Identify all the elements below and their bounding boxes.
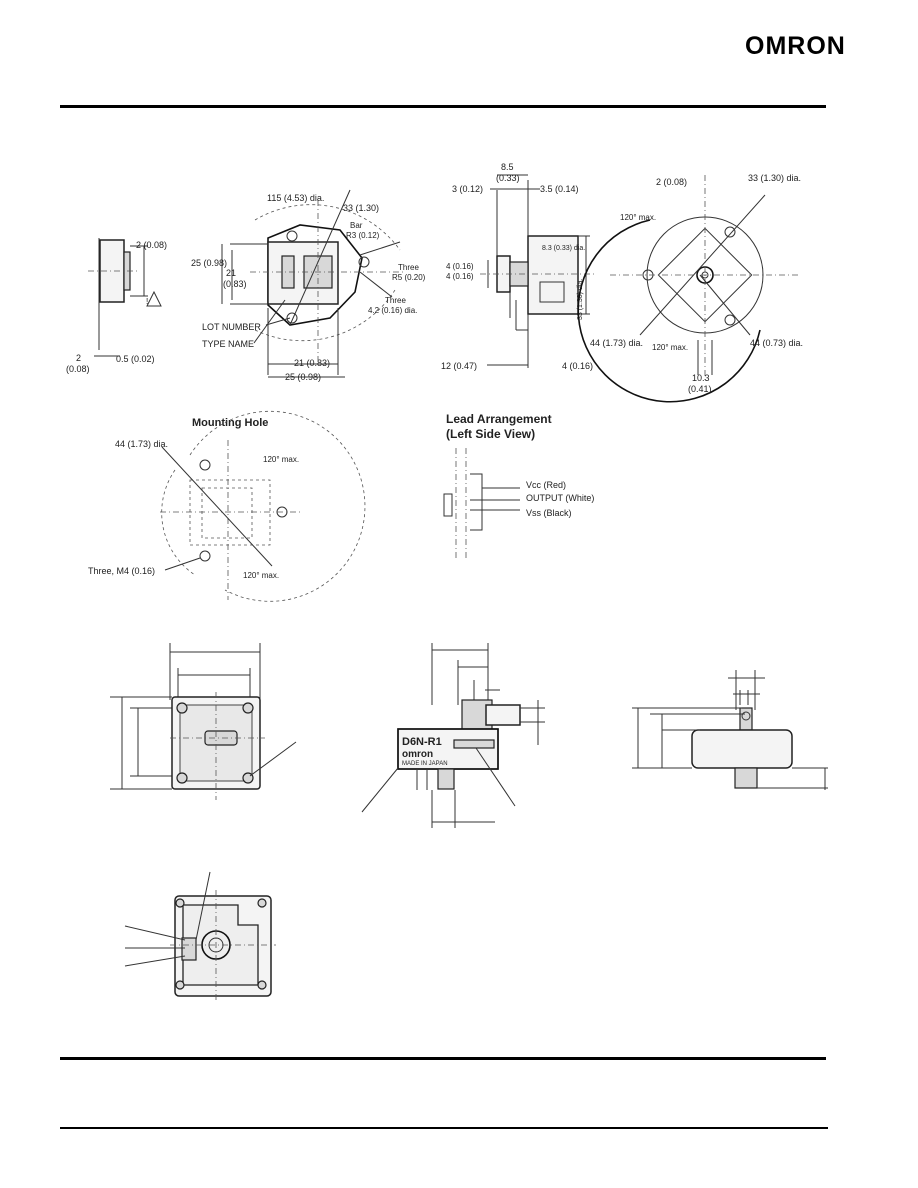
lead-vss: Vss (Black) <box>526 508 572 518</box>
section-rule <box>60 1057 826 1060</box>
d3-label-side1: 4 (0.16) <box>446 262 474 271</box>
d2-label-bar1: Bar <box>350 221 363 230</box>
omron-logo: OMRON <box>745 32 846 60</box>
d3-label-left: 3 (0.12) <box>452 184 483 194</box>
device-model-text: D6N-R1 <box>402 736 442 748</box>
device-brand-text: omron <box>402 749 433 760</box>
d3-label-top1: 8.5 <box>501 162 514 172</box>
d2-label-left3: (0.83) <box>223 279 247 289</box>
mounting-hole-title: Mounting Hole <box>192 417 268 429</box>
lead-subtitle: (Left Side View) <box>446 427 535 441</box>
d2-label-bot2: 25 (0.98) <box>285 372 321 382</box>
side-view-drawing: 8.5 (0.33) 3 (0.12) 3.5 (0.14) 4 (0.16) … <box>441 162 595 371</box>
d1-label-c: 0.5 (0.02) <box>116 354 155 364</box>
d2-label-three3: Three <box>385 296 406 305</box>
d3-label-right: 3.5 (0.14) <box>540 184 579 194</box>
rear-view-drawing: 2 (0.08) 33 (1.30) dia. 120° max. 120° m… <box>577 173 803 403</box>
d2-label-left2: 21 <box>226 268 236 278</box>
photo-top-view <box>110 643 297 800</box>
d4-label-bot1: 10.3 <box>692 373 710 383</box>
header-rule <box>60 105 826 108</box>
d2-label-top1: 115 (4.53) dia. <box>267 193 324 203</box>
lead-title: Lead Arrangement <box>446 412 552 426</box>
d2-label-three1: Three <box>398 263 419 272</box>
mounting-dia-label: 44 (1.73) dia. <box>115 439 168 449</box>
photo-profile-view <box>632 670 828 790</box>
d3-label-side2: 4 (0.16) <box>446 272 474 281</box>
d4-label-top1: 2 (0.08) <box>656 177 687 187</box>
ground-symbol-label: ! <box>146 297 148 306</box>
lot-number-label: LOT NUMBER <box>202 322 261 332</box>
d4-label-angle2: 120° max. <box>652 343 688 352</box>
d4-label-left: 44 (1.73) dia. <box>590 338 643 348</box>
d1-label-a: 2 (0.08) <box>136 240 167 250</box>
d1-label-b: 2 <box>76 353 81 363</box>
type-name-label: TYPE NAME <box>202 339 254 349</box>
device-origin-text: MADE IN JAPAN <box>402 761 448 767</box>
d2-label-left1: 25 (0.98) <box>191 258 227 268</box>
d2-label-three2: R5 (0.20) <box>392 273 426 282</box>
d2-label-top2: 33 (1.30) <box>343 203 379 213</box>
side-profile-drawing: ! 2 (0.08) 2 (0.08) 0.5 (0.02) <box>66 238 167 374</box>
d3-label-inner1: 8.3 (0.33) dia. <box>542 245 585 252</box>
lead-vcc: Vcc (Red) <box>526 480 566 490</box>
lead-output: OUTPUT (White) <box>526 493 594 503</box>
d4-label-right: 44 (0.73) dia. <box>750 338 803 348</box>
mounting-screw-label: Three, M4 (0.16) <box>88 566 155 576</box>
mounting-hole-drawing: Mounting Hole 44 (1.73) dia. 120° max. 1… <box>88 410 366 602</box>
footer-rule <box>60 1127 828 1129</box>
photo-side-view: D6N-R1 omron MADE IN JAPAN <box>361 643 545 828</box>
d1-label-b2: (0.08) <box>66 364 90 374</box>
d3-label-inner2: 33 (1.30) dia. <box>577 279 584 320</box>
photo-bottom-view <box>124 871 276 1000</box>
front-view-drawing: 115 (4.53) dia. 33 (1.30) Bar R3 (0.12) … <box>191 189 426 382</box>
d2-label-bot1: 21 (0.83) <box>294 358 330 368</box>
d3-label-bot-left: 12 (0.47) <box>441 361 477 371</box>
d4-label-angle1: 120° max. <box>620 213 656 222</box>
lead-arrangement-drawing: Lead Arrangement (Left Side View) Vcc (R… <box>443 412 594 560</box>
d2-label-bar2: R3 (0.12) <box>346 231 380 240</box>
d3-label-top2: (0.33) <box>496 173 520 183</box>
mounting-angle2-label: 120° max. <box>243 571 279 580</box>
mounting-angle1-label: 120° max. <box>263 455 299 464</box>
d4-label-bot2: (0.41) <box>688 384 712 394</box>
d2-label-three4: 4.2 (0.16) dia. <box>368 306 417 315</box>
d3-label-bot-right: 4 (0.16) <box>562 361 593 371</box>
d4-label-top2: 33 (1.30) dia. <box>748 173 801 183</box>
